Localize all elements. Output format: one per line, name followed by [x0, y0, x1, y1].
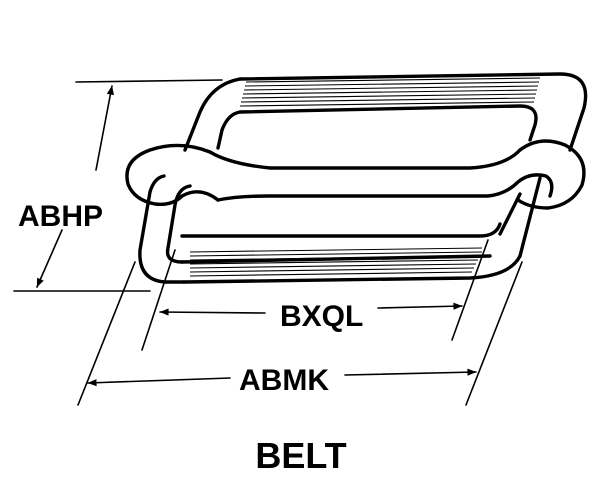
- buckle-front-loop: [125, 139, 586, 284]
- bottom-strap-hatch: [189, 247, 483, 277]
- dimension-abmk: [77, 261, 523, 406]
- buckle-back-loop: [183, 72, 588, 152]
- abhp-label: ABHP: [18, 200, 103, 233]
- diagram-title: BELT: [255, 435, 346, 476]
- bxql-label: BXQL: [280, 300, 363, 333]
- top-strap-hatch: [239, 73, 541, 107]
- abmk-label: ABMK: [239, 364, 329, 397]
- dimension-bxql: [141, 239, 489, 351]
- dimension-abhp: [13, 79, 223, 292]
